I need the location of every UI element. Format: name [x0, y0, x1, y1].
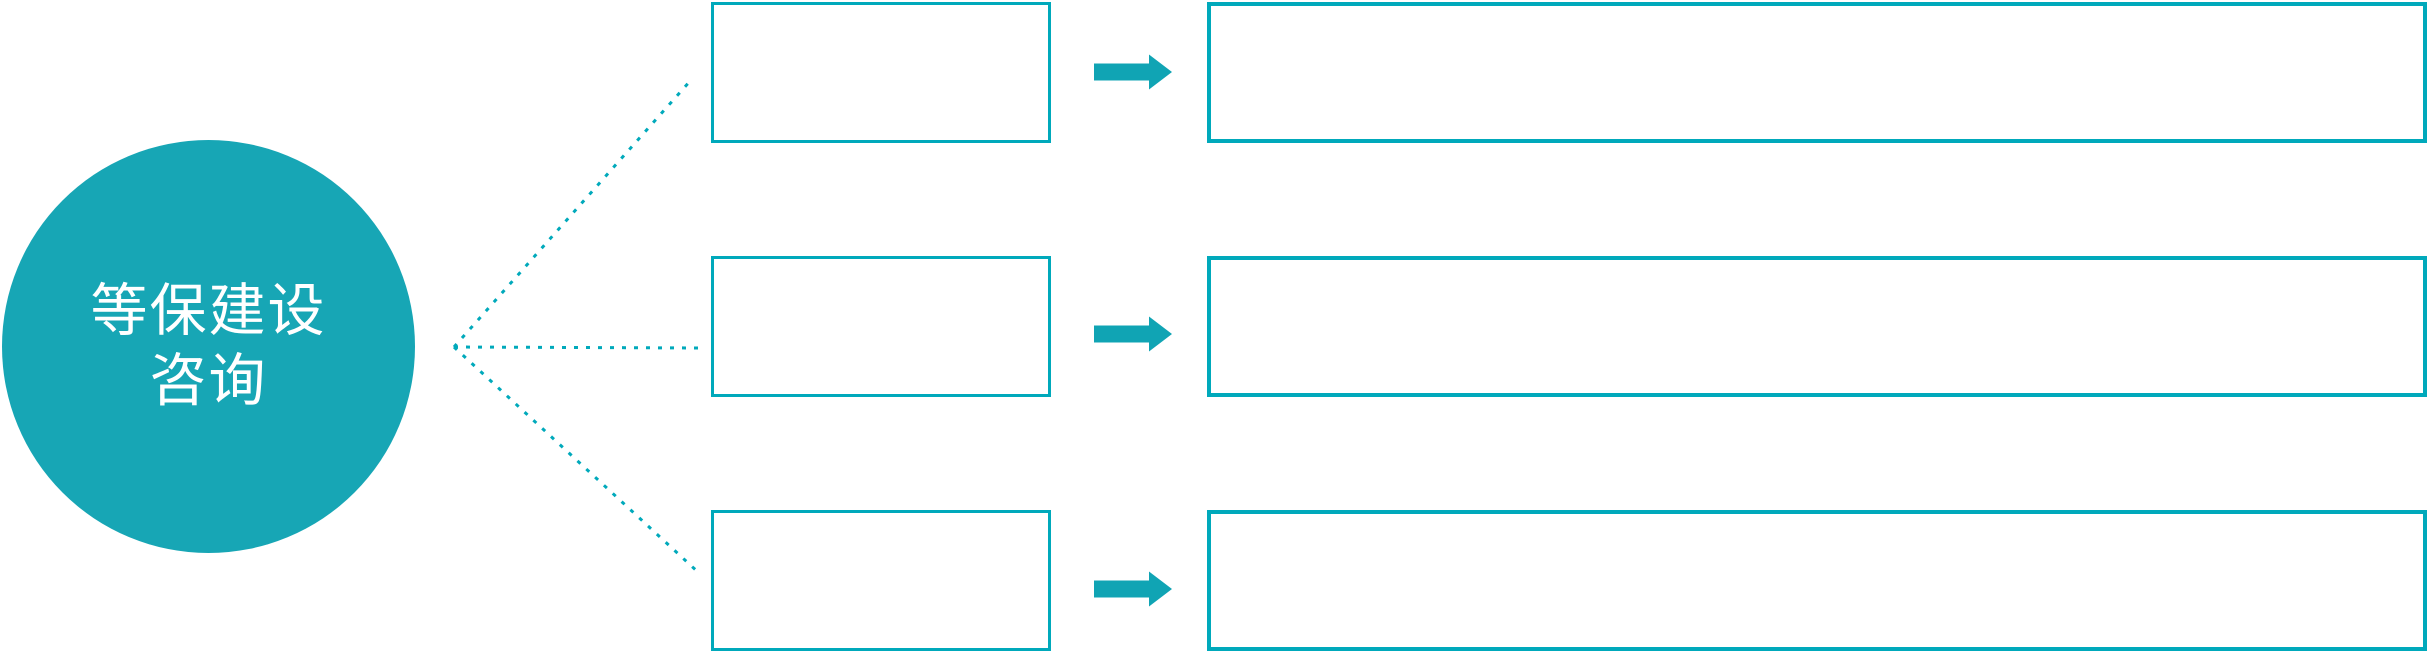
root-node-label: 等保建设 咨询	[90, 278, 327, 413]
category-box-1	[711, 2, 1051, 143]
arrow-right-icon-3	[1094, 571, 1172, 607]
arrow-right-icon-1	[1094, 54, 1172, 90]
detail-box-1	[1207, 2, 2427, 143]
arrow-right-icon-2	[1094, 316, 1172, 352]
connector-line-bottom	[452, 345, 701, 575]
category-box-3	[711, 510, 1051, 651]
detail-box-2	[1207, 256, 2427, 397]
connector-line-middle	[453, 345, 701, 350]
connector-line-top	[452, 79, 693, 348]
category-box-2	[711, 256, 1051, 397]
root-node-circle: 等保建设 咨询	[2, 140, 415, 553]
detail-box-3	[1207, 510, 2427, 651]
